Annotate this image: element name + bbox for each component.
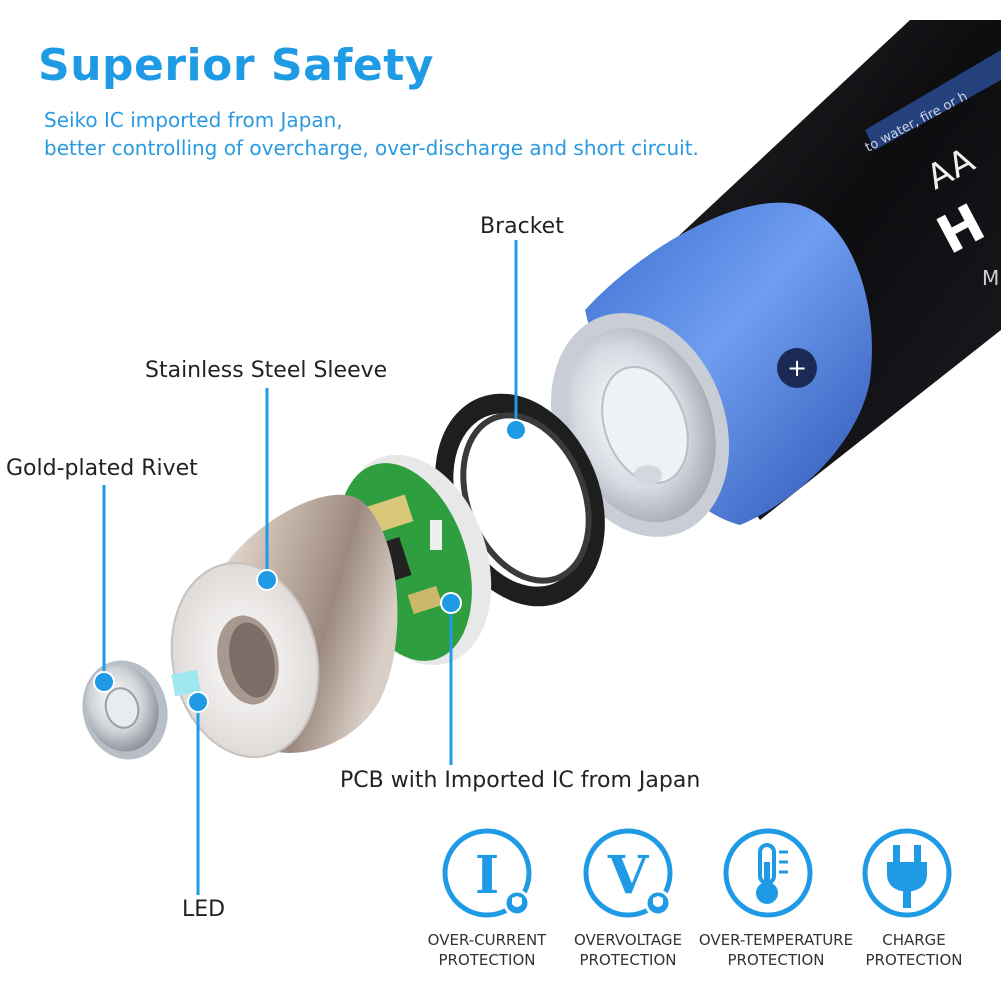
subtitle-line-2: better controlling of overcharge, over-d… <box>44 136 699 160</box>
callout-sleeve-label: Stainless Steel Sleeve <box>145 358 388 383</box>
protection-over-current: OVER-CURRENT PROTECTION <box>402 930 572 970</box>
page-title: Superior Safety <box>38 40 434 91</box>
stainless-steel-sleeve <box>170 494 398 759</box>
plus-symbol: + <box>787 354 807 382</box>
protection-line2: PROTECTION <box>579 951 677 969</box>
led-chip <box>171 669 201 697</box>
subtitle-line-1: Seiko IC imported from Japan, <box>44 108 343 132</box>
protection-line2: PROTECTION <box>865 951 963 969</box>
protection-line1: CHARGE <box>882 931 946 949</box>
callout-lines <box>93 240 527 895</box>
protection-line2: PROTECTION <box>727 951 825 969</box>
protection-line1: OVER-TEMPERATURE <box>698 931 854 949</box>
gold-plated-rivet <box>82 660 168 760</box>
callout-rivet-label: Gold-plated Rivet <box>6 456 198 481</box>
callout-led-label: LED <box>182 897 226 922</box>
protection-overvoltage: OVERVOLTAGE PROTECTION <box>543 930 713 970</box>
callout-pcb-label: PCB with Imported IC from Japan <box>340 768 701 793</box>
plus-terminal-mark <box>777 348 817 388</box>
protection-line2: PROTECTION <box>438 951 536 969</box>
protection-charge: CHARGE PROTECTION <box>829 930 999 970</box>
protection-over-temperature: OVER-TEMPERATURE PROTECTION <box>691 930 861 970</box>
protection-line1: OVERVOLTAGE <box>573 931 683 949</box>
callout-bracket-label: Bracket <box>480 214 564 239</box>
protection-line1: OVER-CURRENT <box>427 931 547 949</box>
battery-side-letter: M <box>982 266 999 290</box>
